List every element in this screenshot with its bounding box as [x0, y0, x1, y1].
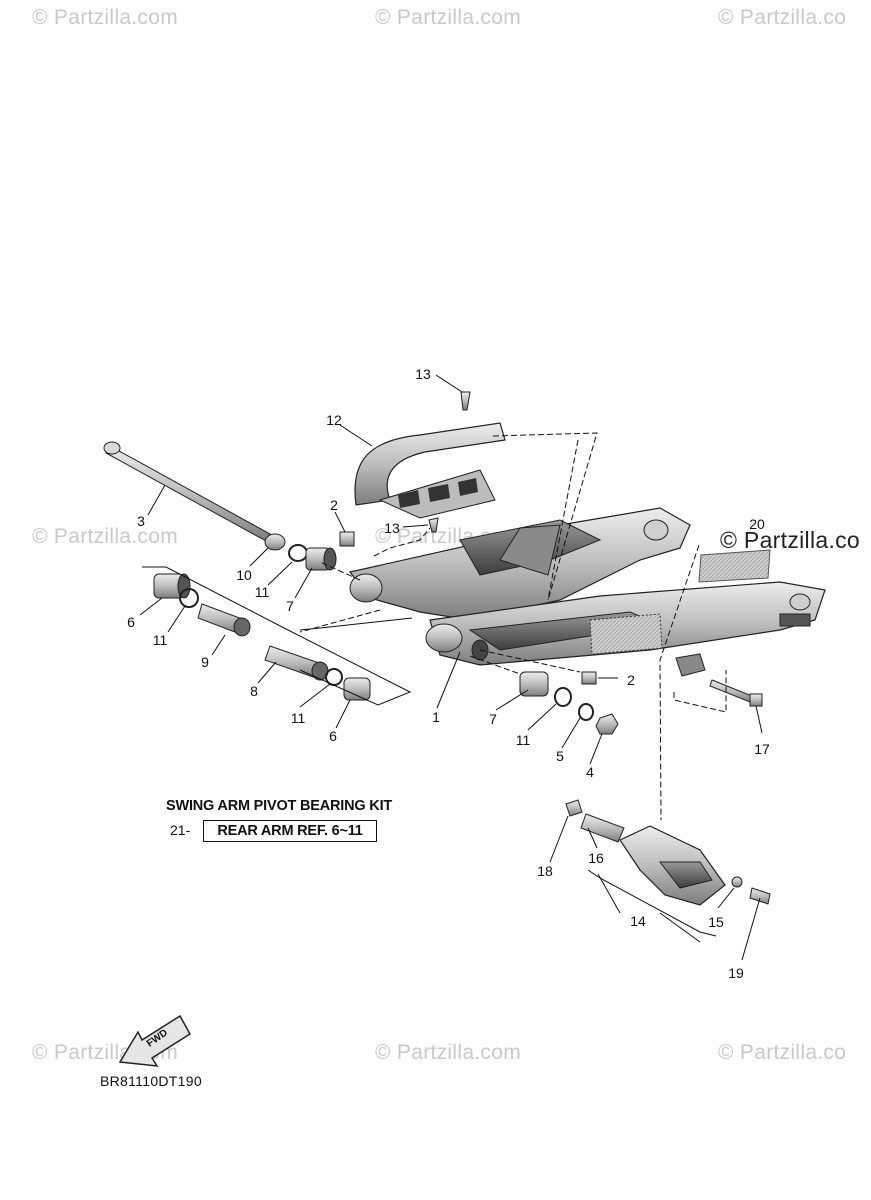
- callout-15: 15: [708, 914, 724, 930]
- washer-15: [731, 876, 743, 888]
- bearing-6-right: [343, 677, 371, 701]
- kit-title: SWING ARM PIVOT BEARING KIT: [166, 798, 393, 814]
- callout-5: 5: [556, 748, 564, 764]
- washer-11-top: [288, 544, 308, 562]
- bearing-6-left: [153, 573, 191, 599]
- collar-8: [264, 645, 329, 681]
- callout-20: 20: [749, 516, 765, 532]
- pivot-bushing-10: [264, 533, 286, 551]
- pivot-shaft: [103, 441, 271, 542]
- callout-2: 2: [330, 497, 338, 513]
- washer-5: [578, 703, 594, 721]
- kit-number: 21-: [170, 822, 191, 838]
- callout-11: 11: [152, 632, 168, 648]
- washer-11-left: [179, 588, 199, 608]
- callout-3: 3: [137, 513, 145, 529]
- nut-18: [565, 799, 583, 817]
- watermark: © Partzilla.co: [718, 1041, 847, 1064]
- watermark: © Partzilla.co: [718, 6, 847, 29]
- callout-19: 19: [728, 965, 744, 981]
- chain-guide: [354, 422, 506, 519]
- diagram-code: BR81110DT190: [100, 1073, 202, 1089]
- collar-16: [580, 813, 625, 843]
- swing-arm: [348, 507, 826, 677]
- label-sticker-20: [698, 549, 771, 583]
- callout-11: 11: [290, 710, 306, 726]
- callout-18: 18: [537, 863, 553, 879]
- washer-11-right: [554, 687, 572, 707]
- screw-13-top: [460, 391, 471, 411]
- chain-slider-guard: [619, 825, 726, 906]
- fwd-arrow-icon: [118, 1014, 191, 1067]
- grease-nipple-top: [339, 531, 355, 547]
- callout-11: 11: [254, 584, 270, 600]
- kit-number-text: 21: [170, 822, 186, 838]
- collar-9: [197, 603, 251, 637]
- callout-9: 9: [201, 654, 209, 670]
- callout-6: 6: [127, 614, 135, 630]
- callout-7: 7: [286, 598, 294, 614]
- callout-8: 8: [250, 683, 258, 699]
- callout-11: 11: [515, 732, 531, 748]
- callout-4: 4: [586, 764, 594, 780]
- bearing-7-right: [519, 671, 549, 697]
- callout-12: 12: [326, 412, 342, 428]
- watermark-dark: © Partzilla.co: [720, 527, 861, 553]
- watermark: © Partzilla.com: [32, 525, 179, 548]
- callout-1: 1: [432, 709, 440, 725]
- watermark: © Partzilla.com: [375, 1041, 522, 1064]
- callout-6: 6: [329, 728, 337, 744]
- callout-17: 17: [754, 741, 770, 757]
- bolt-17: [709, 679, 763, 707]
- screw-13-bottom: [428, 517, 439, 533]
- callout-13: 13: [415, 366, 431, 382]
- bearing-7-left: [305, 547, 337, 571]
- grease-nipple-right: [581, 671, 597, 685]
- callout-2: 2: [627, 672, 635, 688]
- callout-7: 7: [489, 711, 497, 727]
- callout-13: 13: [384, 520, 400, 536]
- bolt-19: [749, 887, 771, 905]
- kit-reference-box: REAR ARM REF. 6~11: [203, 820, 377, 842]
- watermark: © Partzilla.com: [32, 6, 179, 29]
- callout-10: 10: [236, 567, 252, 583]
- nut-4: [595, 713, 619, 735]
- watermark: © Partzilla.com: [375, 6, 522, 29]
- leader-lines: [139, 374, 763, 961]
- callout-16: 16: [588, 850, 604, 866]
- callout-14: 14: [630, 913, 646, 929]
- alignment-lines: [299, 432, 727, 821]
